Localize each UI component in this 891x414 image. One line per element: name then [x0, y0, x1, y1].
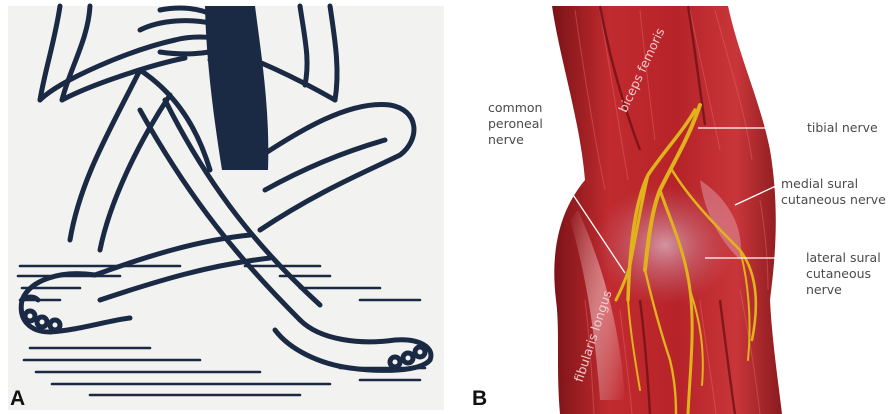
label-common-peroneal-nerve: common peroneal nerve — [488, 100, 543, 148]
panel-label-a: A — [10, 388, 25, 409]
panel-a — [8, 6, 444, 410]
label-lateral-sural-cutaneous-nerve: lateral sural cutaneous nerve — [806, 250, 881, 298]
panel-label-b: B — [472, 388, 487, 409]
label-tibial-nerve: tibial nerve — [807, 120, 878, 136]
label-medial-sural-cutaneous-nerve: medial sural cutaneous nerve — [781, 176, 886, 208]
